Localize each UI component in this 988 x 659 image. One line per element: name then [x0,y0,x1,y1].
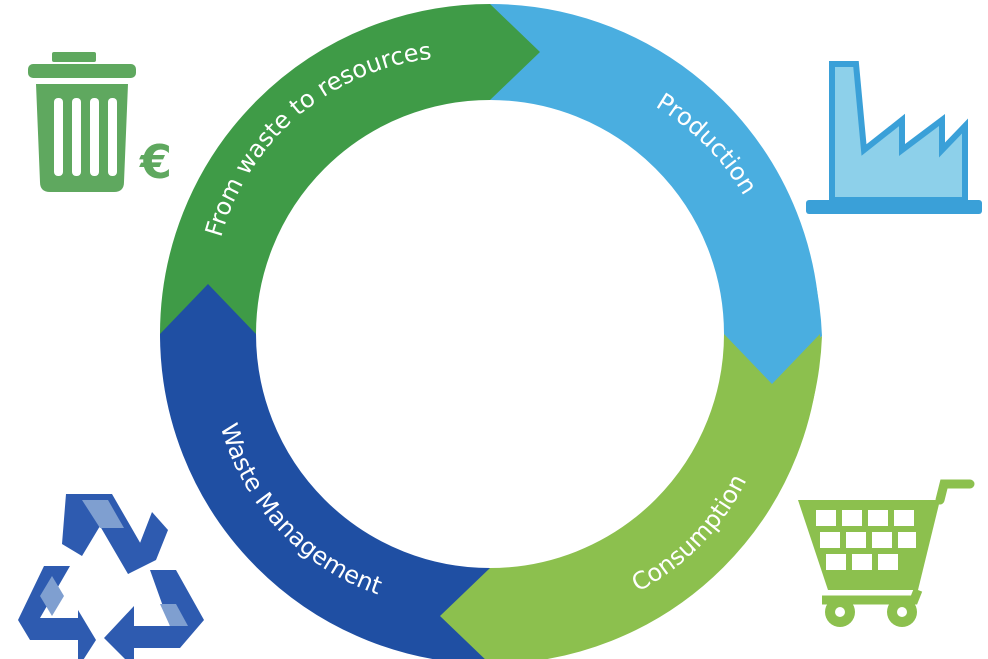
ring-arcs [160,4,820,659]
arc-waste-management [160,333,491,659]
arc-consumption [489,333,820,659]
recycle-icon [18,494,204,659]
arrow-head-consumption [440,568,490,659]
arrow-head-production [724,334,820,384]
arc-from-waste [160,4,491,335]
factory-icon [806,61,982,214]
trash-bin-euro-icon: € [28,52,172,192]
arc-production [489,4,820,335]
arrow-head-from-waste [490,4,540,100]
arrow-head-waste-management [160,284,256,334]
ring-inner [252,96,728,572]
shopping-cart-icon [798,479,975,627]
euro-symbol: € [139,135,172,189]
arrow-heads [160,4,820,659]
